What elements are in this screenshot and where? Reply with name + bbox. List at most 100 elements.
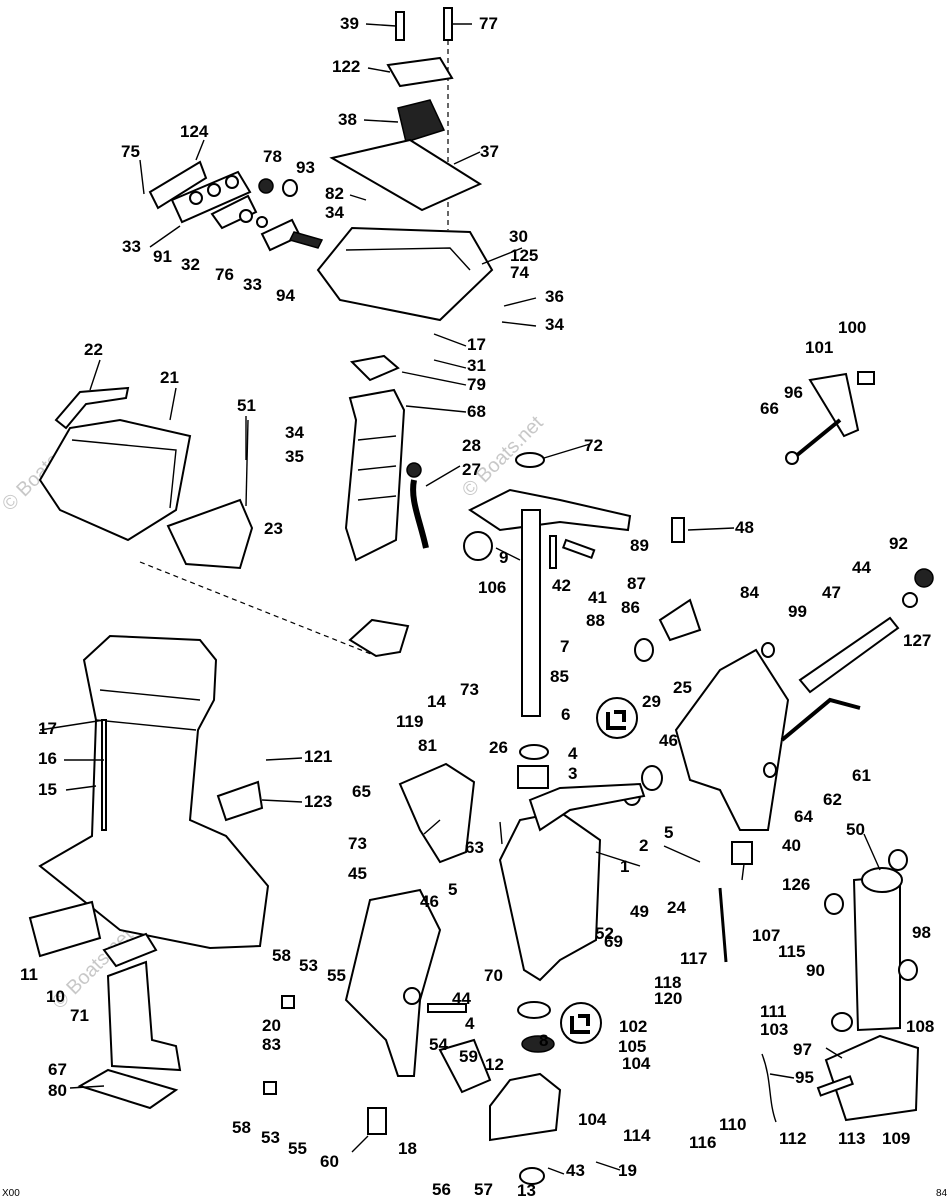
callout: 50 <box>846 820 865 839</box>
callout: 11 <box>20 965 38 984</box>
callout: 102 <box>619 1017 647 1036</box>
bracket-65 <box>398 762 476 864</box>
callout: 55 <box>288 1139 307 1158</box>
callout: 15 <box>38 780 57 799</box>
lower-cover-group <box>38 386 254 570</box>
callout: 18 <box>398 1139 417 1158</box>
seal-4 <box>517 1001 551 1019</box>
callout: 82 <box>325 184 344 203</box>
swivel-bracket-1 <box>498 810 602 982</box>
plate-10 <box>28 900 102 958</box>
callout: 71 <box>70 1006 89 1025</box>
water-tube-group <box>406 452 545 549</box>
callout: 1 <box>620 857 629 876</box>
bushing-86 <box>634 638 654 662</box>
callout: 58 <box>232 1118 251 1137</box>
bolt-39 <box>395 11 405 41</box>
cover-21 <box>38 418 192 542</box>
washer-46 <box>641 765 663 791</box>
strip-22 <box>54 386 130 430</box>
bolt-41 <box>561 538 596 560</box>
callout-labels: 39 77 122 38 124 75 78 93 37 82 34 33 91… <box>20 14 934 1200</box>
callout: 89 <box>630 536 649 555</box>
callout: 33 <box>243 275 262 294</box>
callout: 24 <box>667 898 686 917</box>
corner-code-right: 84 <box>936 1188 948 1199</box>
callout: 53 <box>299 956 318 975</box>
knob-100 <box>857 371 875 385</box>
callout: 67 <box>48 1060 67 1079</box>
callout: 75 <box>121 142 140 161</box>
callout: 70 <box>484 966 503 985</box>
callout: 83 <box>262 1035 281 1054</box>
plate-91 <box>210 194 258 230</box>
callout: 76 <box>215 265 234 284</box>
callout: 124 <box>180 122 209 141</box>
ring-93 <box>282 179 298 197</box>
callout: 52 <box>595 924 614 943</box>
washer-76 <box>256 216 268 228</box>
tube-27 <box>410 479 429 549</box>
washer-4 <box>519 744 549 760</box>
callout: 48 <box>735 518 754 537</box>
callout: 27 <box>462 460 481 479</box>
callout: 34 <box>545 315 564 334</box>
housing-15 <box>38 634 270 950</box>
callout: 77 <box>479 14 498 33</box>
callout: 53 <box>261 1128 280 1147</box>
bushing-108 <box>831 1012 853 1032</box>
callout: 63 <box>465 838 484 857</box>
callout: 107 <box>752 926 780 945</box>
bracket-109 <box>824 1034 920 1122</box>
module-38 <box>397 99 446 143</box>
callout: 46 <box>420 892 439 911</box>
callout: 79 <box>467 375 486 394</box>
tube-7 <box>521 509 541 717</box>
ref-symbols <box>560 697 638 1044</box>
plate-122 <box>386 56 454 88</box>
callout: 109 <box>882 1129 910 1148</box>
callout: 23 <box>264 519 283 538</box>
callout: 7 <box>560 637 569 656</box>
bracket-64 <box>674 648 790 831</box>
callout: 125 <box>510 246 538 265</box>
tilt-tube-47 <box>798 616 900 694</box>
block-84 <box>658 598 702 642</box>
callout: 47 <box>822 583 841 602</box>
callout: 112 <box>779 1129 806 1148</box>
callout: 115 <box>778 942 805 961</box>
spring-24 <box>718 887 728 963</box>
callout: 9 <box>499 548 508 567</box>
ref-symbol-top <box>596 697 638 739</box>
bushing-58b <box>263 1081 277 1095</box>
cover-51 <box>166 498 254 570</box>
bushing-50 <box>888 849 908 871</box>
callout: 121 <box>304 747 332 766</box>
callout: 34 <box>285 423 304 442</box>
callout: 31 <box>467 356 486 375</box>
callout: 111 <box>760 1002 787 1021</box>
callout: 19 <box>618 1161 637 1180</box>
spring-94 <box>288 231 324 249</box>
gasket-37 <box>329 138 483 212</box>
callout: 122 <box>332 57 360 76</box>
callout: 96 <box>784 383 803 402</box>
callout: 108 <box>906 1017 934 1036</box>
lever-96 <box>808 372 860 438</box>
callout: 38 <box>338 110 357 129</box>
callout: 49 <box>630 902 649 921</box>
bushing-58 <box>281 995 295 1009</box>
midsection-tube <box>139 354 410 658</box>
callout: 12 <box>485 1055 504 1074</box>
callout: 66 <box>760 399 779 418</box>
callout: 126 <box>782 875 810 894</box>
callout: 44 <box>852 558 871 577</box>
callout: 4 <box>465 1014 475 1033</box>
callout: 104 <box>578 1110 607 1129</box>
callout: 26 <box>489 738 508 757</box>
callout: 10 <box>46 987 65 1006</box>
callout: 44 <box>452 989 471 1008</box>
callout: 74 <box>510 263 529 282</box>
bolt-77 <box>443 7 453 41</box>
